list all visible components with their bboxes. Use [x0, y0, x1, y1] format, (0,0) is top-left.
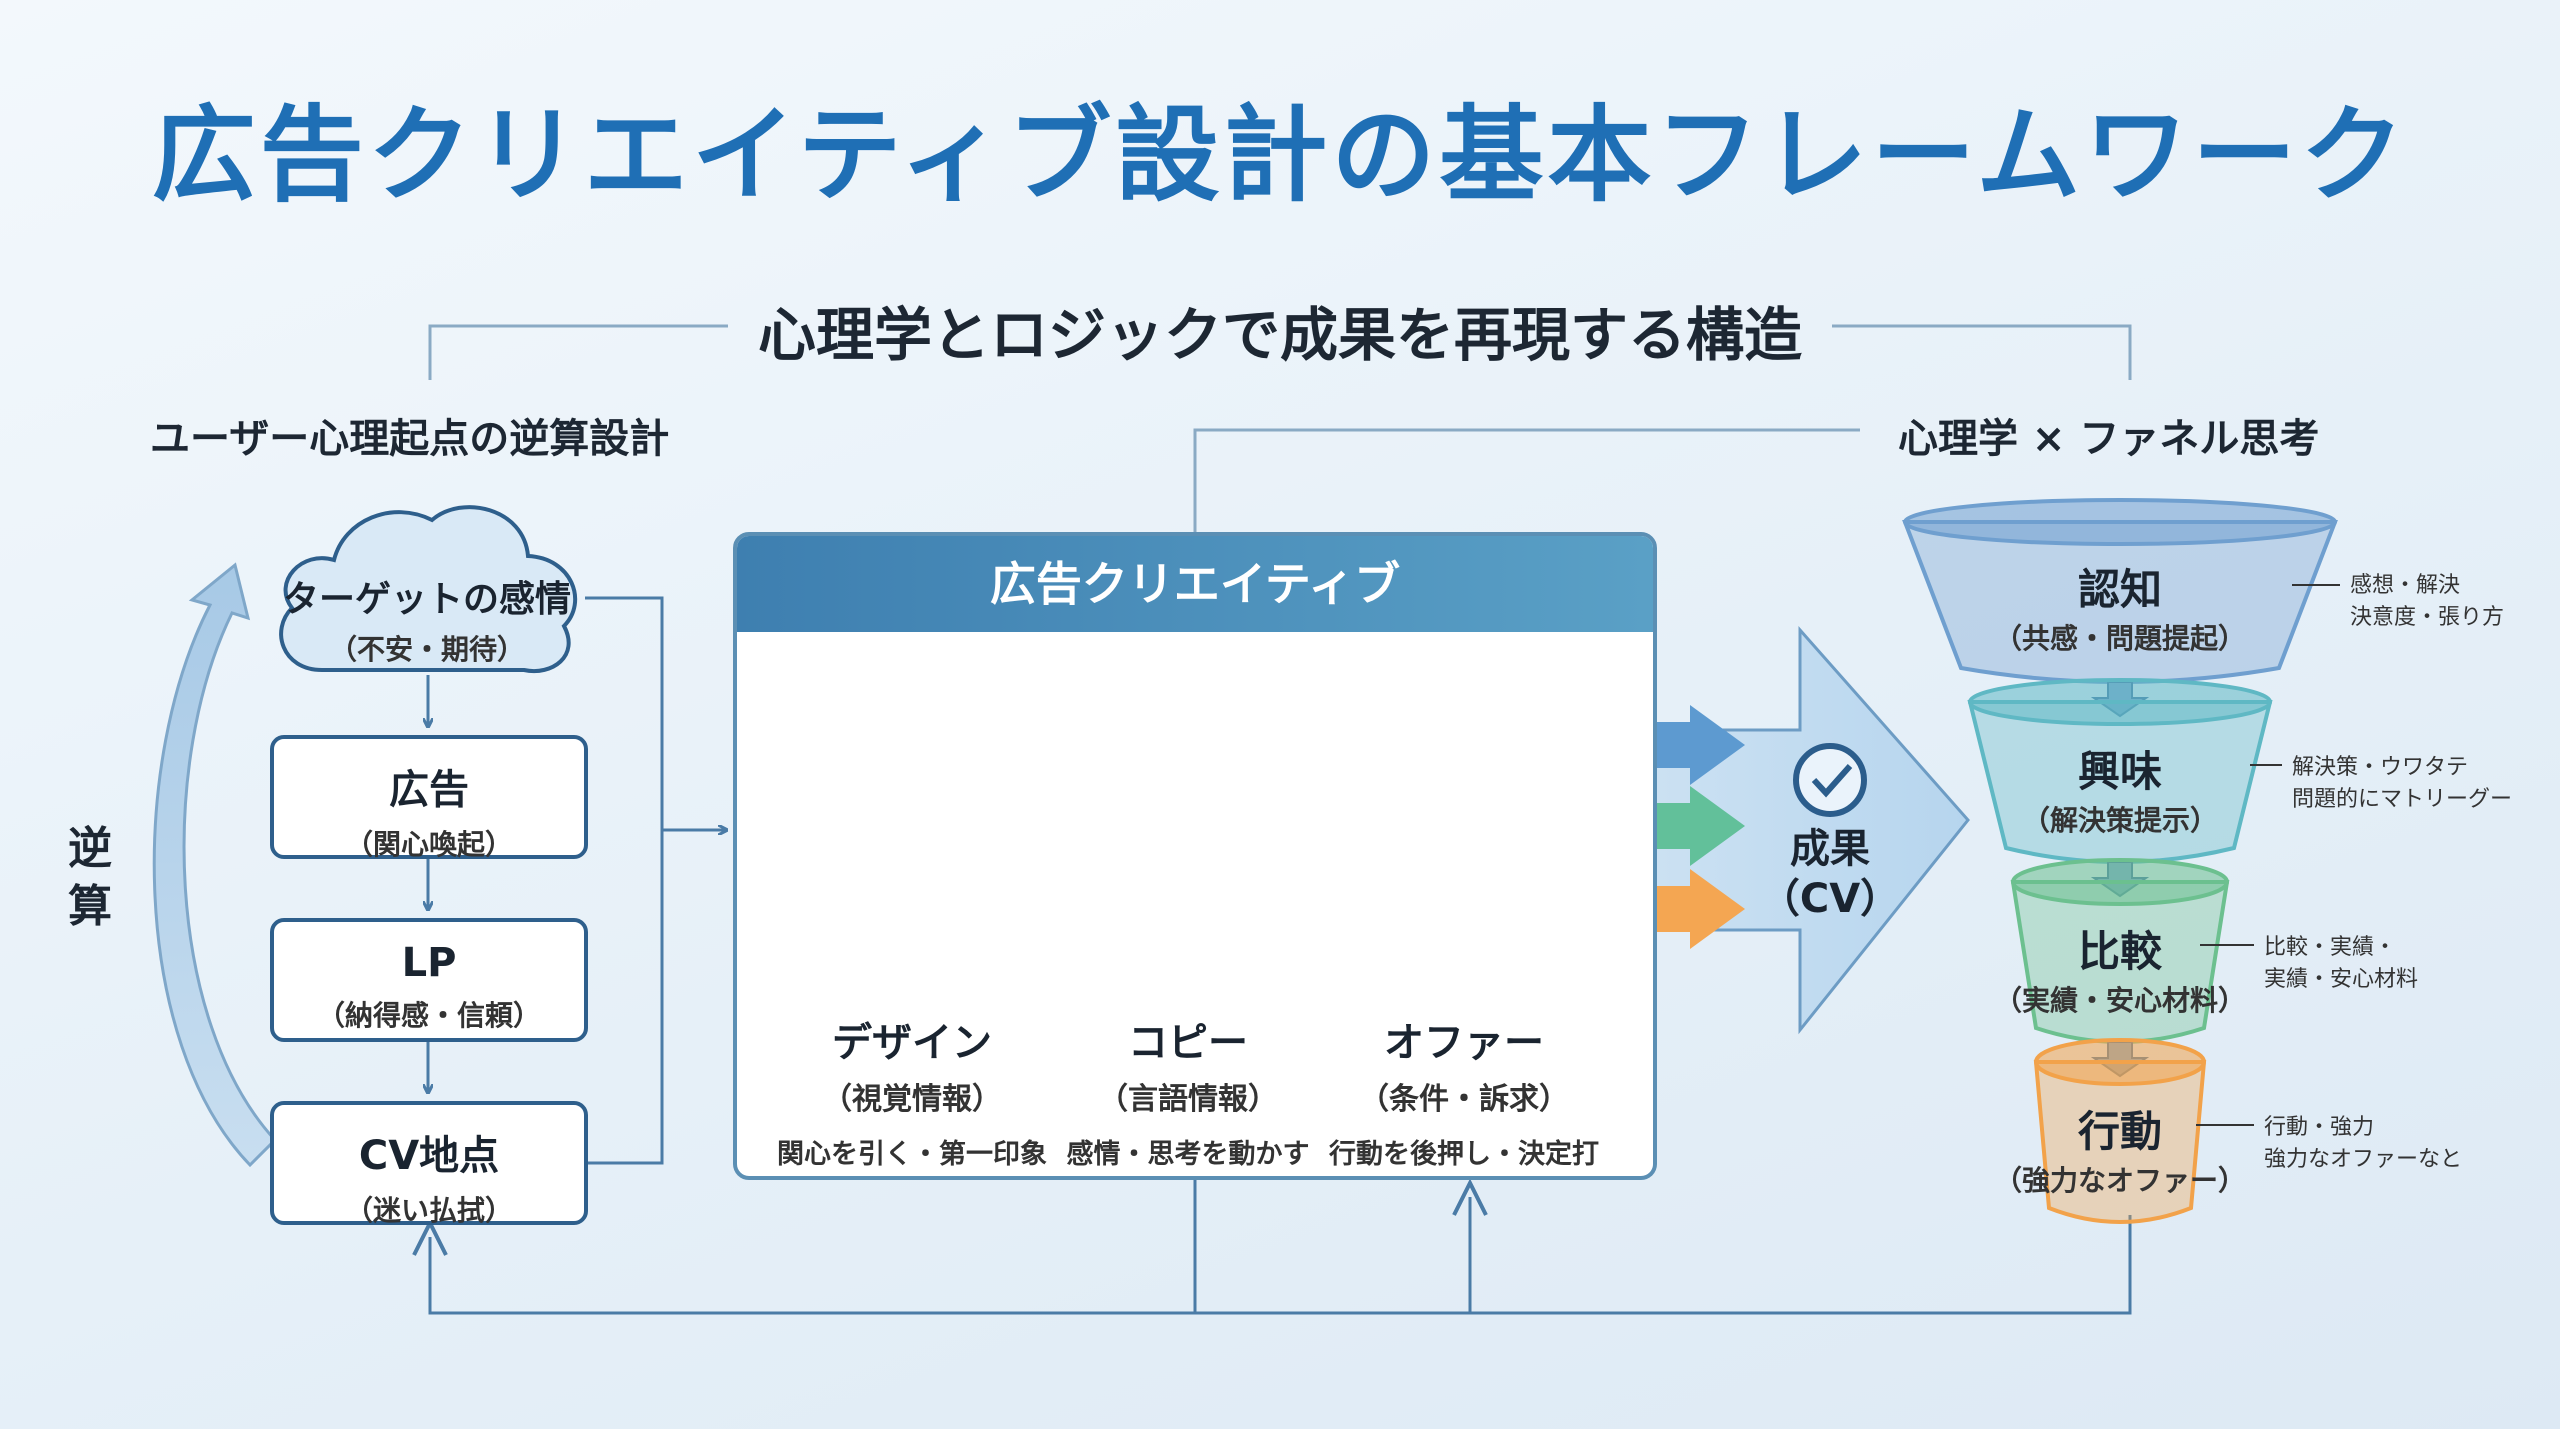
funnel-rim-awareness	[1903, 498, 2337, 546]
step-cv-title: CV地点	[358, 1133, 500, 1179]
funnel-heading: 心理学 × ファネル思考	[1898, 416, 2320, 462]
interest-title: 興味	[2077, 747, 2162, 796]
awareness-title: 認知	[2077, 565, 2162, 614]
awareness-note-2: 決意度・張り方	[2350, 605, 2505, 630]
result-label: 成果 （CV）	[1750, 824, 1910, 924]
feedback-loop	[412, 1178, 2132, 1315]
copy-desc: 感情・思考を動かす	[1066, 1139, 1310, 1170]
awareness-note-1: 感想・解決	[2350, 573, 2461, 598]
step-cv-sub: （迷い払拭）	[344, 1194, 513, 1227]
result-line2: （CV）	[1759, 876, 1901, 922]
design-title: デザイン	[832, 1020, 992, 1066]
action-note: 行動・強力 強力なオファーなと	[2264, 1112, 2462, 1176]
column-offer: オファー （条件・訴求） 行動を後押し・決定打	[1314, 1010, 1614, 1171]
funnel-rim-comparison	[2011, 858, 2229, 906]
action-note-1: 行動・強力	[2264, 1115, 2375, 1140]
page-title: 広告クリエイティブ設計の基本フレームワーク	[151, 94, 2409, 216]
comparison-note-1: 比較・実績・	[2264, 935, 2397, 960]
cloud-shape	[279, 505, 578, 674]
interest-note-1: 解決策・ウワタテ	[2292, 755, 2469, 780]
column-copy: コピー （言語情報） 感情・思考を動かす	[1038, 1010, 1338, 1171]
awareness-sub: （共感・問題提起）	[1993, 622, 2246, 655]
design-desc: 関心を引く・第一印象	[777, 1139, 1047, 1170]
funnel-stage-action: 行動 （強力なオファー）	[1990, 1098, 2250, 1199]
offer-desc: 行動を後押し・決定打	[1329, 1139, 1599, 1170]
creative-header: 広告クリエイティブ	[737, 536, 1653, 632]
interest-note: 解決策・ウワタテ 問題的にマトリーグー	[2292, 752, 2512, 816]
step-ad-sub: （関心喚起）	[344, 828, 513, 861]
funnel-stage-awareness: 認知 （共感・問題提起）	[1930, 556, 2310, 657]
subtitle-bracket	[428, 324, 2132, 380]
funnel-tier-action	[2033, 1060, 2207, 1224]
column-design: デザイン （視覚情報） 関心を引く・第一印象	[762, 1010, 1062, 1171]
copy-title: コピー	[1128, 1020, 1248, 1066]
creative-panel: 広告クリエイティブ	[733, 532, 1657, 1180]
step-cv: CV地点 （迷い払拭）	[270, 1101, 588, 1227]
comparison-note-2: 実績・安心材料	[2264, 967, 2419, 992]
comparison-sub: （実績・安心材料）	[1993, 984, 2246, 1017]
check-circle-icon	[1793, 743, 1867, 817]
comparison-title: 比較	[2077, 927, 2162, 976]
comparison-note: 比較・実績・ 実績・安心材料	[2264, 932, 2418, 996]
step-ad: 広告 （関心喚起）	[270, 735, 588, 861]
interest-sub: （解決策提示）	[2021, 804, 2218, 837]
copy-sub: （言語情報）	[1098, 1082, 1278, 1117]
panel-to-funnel-connector	[1193, 428, 1860, 532]
action-sub: （強力なオファー）	[1993, 1164, 2246, 1197]
funnel-stage-interest: 興味 （解決策提示）	[1960, 738, 2280, 839]
funnel-rim-action	[2034, 1038, 2206, 1086]
cloud-title: ターゲットの感情	[282, 579, 571, 620]
awareness-note: 感想・解決 決意度・張り方	[2350, 570, 2504, 634]
cloud-sub: （不安・期待）	[328, 633, 525, 666]
page-subtitle: 心理学とロジックで成果を再現する構造	[757, 301, 1802, 369]
offer-title: オファー	[1384, 1020, 1544, 1066]
funnel	[1902, 498, 2340, 1224]
interest-note-2: 問題的にマトリーグー	[2292, 787, 2513, 812]
design-sub: （視覚情報）	[822, 1082, 1002, 1117]
left-heading: ユーザー心理起点の逆算設計	[150, 416, 670, 462]
reverse-arrow	[152, 562, 278, 1168]
step-lp-sub: （納得感・信頼）	[316, 999, 541, 1032]
step-ad-title: 広告	[389, 767, 469, 813]
action-title: 行動	[2077, 1107, 2162, 1156]
funnel-stage-comparison: 比較 （実績・安心材料）	[1980, 918, 2260, 1019]
funnel-rim-interest	[1968, 678, 2272, 726]
result-line1: 成果	[1790, 826, 1870, 872]
action-note-2: 強力なオファーなと	[2264, 1147, 2463, 1172]
left-flow-arrows	[428, 596, 725, 1165]
step-lp: LP （納得感・信頼）	[270, 918, 588, 1042]
step-lp-title: LP	[401, 940, 457, 986]
target-emotion-cloud: ターゲットの感情 （不安・期待）	[262, 570, 592, 668]
reverse-label: 逆算	[68, 823, 112, 932]
offer-sub: （条件・訴求）	[1359, 1082, 1569, 1117]
